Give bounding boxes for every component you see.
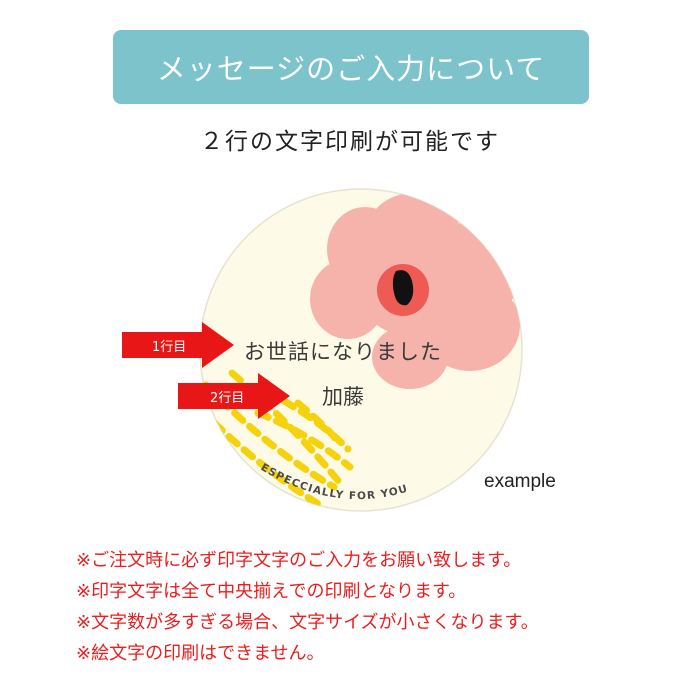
arrow-right-icon bbox=[178, 373, 290, 419]
note-item: ※絵文字の印刷はできません。 bbox=[76, 643, 325, 664]
note-item: ※文字数が多すぎる場合、文字サイズが小さくなります。 bbox=[76, 612, 539, 633]
notes-list: ※ご注文時に必ず印字文字のご入力をお願い致します。 ※印字文字は全て中央揃えでの… bbox=[76, 545, 696, 669]
note-item: ※印字文字は全て中央揃えでの印刷となります。 bbox=[76, 581, 467, 602]
note-item: ※ご注文時に必ず印字文字のご入力をお願い致します。 bbox=[76, 550, 522, 571]
message-line-1: お世話になりました bbox=[244, 340, 442, 364]
header-banner: メッセージのご入力について bbox=[113, 30, 589, 104]
arrow-label-1: 1行目 bbox=[152, 340, 187, 355]
arrow-label-2: 2行目 bbox=[210, 391, 245, 406]
flower-icon bbox=[310, 193, 522, 389]
arrow-line-1: 1行目 bbox=[122, 322, 234, 368]
banner-title: メッセージのご入力について bbox=[156, 52, 546, 86]
sticker-illustration: ESPECCIALLY FOR YOU bbox=[199, 188, 523, 512]
message-line-2: 加藤 bbox=[322, 385, 364, 409]
arrow-line-2: 2行目 bbox=[178, 373, 290, 419]
subtitle: ２行の文字印刷が可能です bbox=[200, 129, 500, 155]
sticker-preview: ESPECCIALLY FOR YOU bbox=[198, 187, 524, 513]
example-label: example bbox=[484, 471, 556, 492]
arrow-right-icon bbox=[122, 322, 234, 368]
